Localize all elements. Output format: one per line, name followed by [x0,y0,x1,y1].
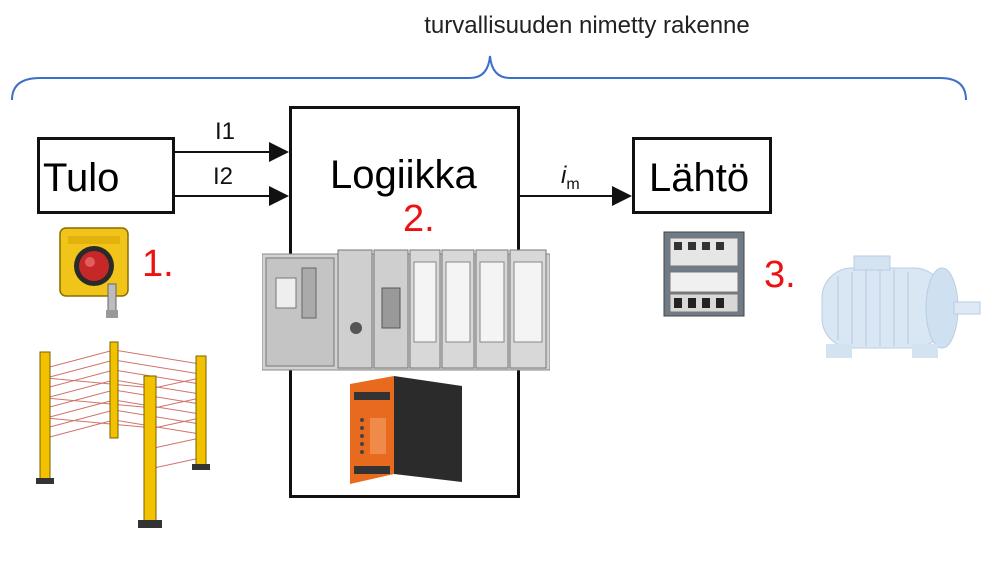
input-block: Tulo [37,137,175,214]
plc-image [262,248,550,372]
signal-i1-label: I1 [215,118,236,145]
signal-i2-label: I2 [213,163,234,190]
safety-relay-image [344,370,466,490]
contactor-image [662,226,746,320]
number-3: 3. [764,254,796,296]
output-block-label: Lähtö [649,156,750,200]
output-block: Lähtö [632,137,772,214]
motor-image [808,252,984,364]
number-1: 1. [142,243,174,285]
emergency-stop-image [58,226,130,320]
signal-im-sub: m [566,175,580,193]
input-block-label: Tulo [43,156,120,200]
number-2: 2. [403,198,435,240]
diagram-title: turvallisuuden nimetty rakenne [424,12,750,39]
signal-im-label: im [561,162,580,194]
signal-im-main: i [561,162,567,189]
top-brace [11,55,967,101]
logic-block-label: Logiikka [330,153,477,197]
light-curtain-image [34,338,214,534]
